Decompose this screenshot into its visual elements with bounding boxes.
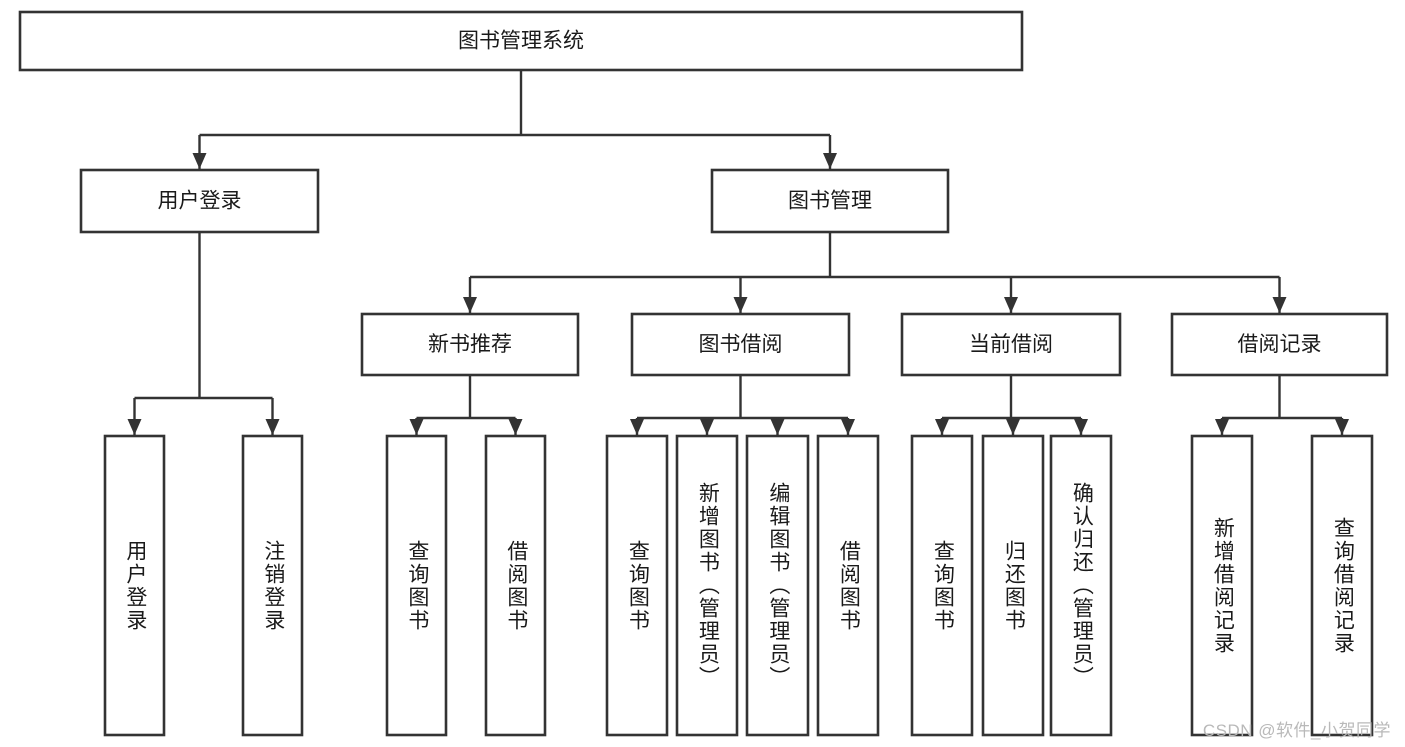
arrow-head-icon bbox=[409, 419, 424, 435]
node-注销登录[interactable] bbox=[241, 434, 304, 737]
arrow-head-icon bbox=[1215, 419, 1229, 435]
node-新增图书管理员[interactable] bbox=[675, 434, 739, 737]
connector-edges bbox=[127, 70, 1349, 435]
arrow-head-icon bbox=[841, 419, 855, 435]
node-编辑图书管理员[interactable] bbox=[745, 434, 810, 737]
arrow-head-icon bbox=[508, 419, 523, 435]
node-新增借阅记录[interactable] bbox=[1190, 434, 1254, 737]
node-借阅图书[interactable] bbox=[484, 434, 547, 737]
node-用户登录-label: 用户登录 bbox=[158, 190, 242, 213]
node-查询图书[interactable] bbox=[910, 434, 974, 737]
arrow-head-icon bbox=[1074, 419, 1088, 435]
node-查询图书[interactable] bbox=[605, 434, 669, 737]
node-图书借阅[interactable] bbox=[630, 312, 851, 377]
node-借阅图书[interactable] bbox=[816, 434, 880, 737]
node-图书管理[interactable] bbox=[710, 168, 950, 234]
node-图书借阅-label: 图书借阅 bbox=[699, 333, 783, 356]
arrow-head-icon bbox=[265, 419, 280, 435]
arrow-head-icon bbox=[935, 419, 949, 435]
node-图书管理系统-label: 图书管理系统 bbox=[458, 30, 584, 53]
node-图书管理-label: 图书管理 bbox=[788, 190, 872, 213]
arrow-head-icon bbox=[700, 419, 714, 435]
node-归还图书[interactable] bbox=[981, 434, 1045, 737]
node-新书推荐[interactable] bbox=[360, 312, 580, 377]
node-用户登录[interactable] bbox=[103, 434, 166, 737]
node-查询图书[interactable] bbox=[385, 434, 448, 737]
arrow-head-icon bbox=[1006, 419, 1020, 435]
arrow-head-icon bbox=[770, 419, 785, 435]
node-新书推荐-label: 新书推荐 bbox=[428, 333, 512, 356]
arrow-head-icon bbox=[463, 297, 477, 313]
arrow-head-icon bbox=[733, 297, 748, 313]
node-借阅记录[interactable] bbox=[1170, 312, 1389, 377]
arrow-head-icon bbox=[823, 153, 837, 169]
node-用户登录[interactable] bbox=[79, 168, 320, 234]
arrow-head-icon bbox=[192, 153, 207, 169]
arrow-head-icon bbox=[127, 419, 142, 435]
watermark-text: CSDN @软件_小贺同学 bbox=[1202, 721, 1391, 740]
node-当前借阅[interactable] bbox=[900, 312, 1122, 377]
arrow-head-icon bbox=[1004, 297, 1018, 313]
arrow-head-icon bbox=[1335, 419, 1349, 435]
node-查询借阅记录[interactable] bbox=[1310, 434, 1374, 737]
arrow-head-icon bbox=[630, 419, 644, 435]
node-确认归还管理员[interactable] bbox=[1049, 434, 1113, 737]
arrow-head-icon bbox=[1272, 297, 1287, 313]
node-图书管理系统[interactable] bbox=[18, 10, 1024, 72]
node-借阅记录-label: 借阅记录 bbox=[1238, 333, 1322, 356]
node-当前借阅-label: 当前借阅 bbox=[969, 333, 1053, 356]
